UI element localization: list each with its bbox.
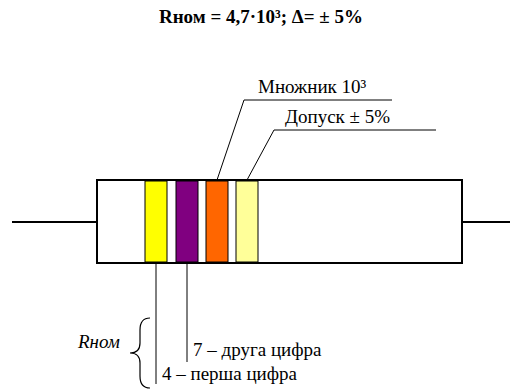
band-violet xyxy=(176,181,198,262)
band-orange xyxy=(206,181,228,262)
leader-tolerance xyxy=(247,130,436,180)
multiplier-label: Множник 10³ xyxy=(258,76,366,98)
first-digit-label: 4 – перша цифра xyxy=(162,363,297,385)
lead-left xyxy=(12,221,97,223)
resistance-label: Rном xyxy=(78,331,120,353)
leader-multiplier xyxy=(217,100,392,180)
band-yellow xyxy=(145,181,167,262)
tolerance-label: Допуск ± 5% xyxy=(285,106,390,128)
leader-second-digit xyxy=(187,263,188,362)
title: Rном = 4,7·10³; Δ= ± 5% xyxy=(159,6,363,28)
band-gold xyxy=(236,181,258,262)
second-digit-label: 7 – друга цифра xyxy=(193,339,321,361)
leader-first-digit xyxy=(156,263,157,384)
resistor-body xyxy=(97,180,462,263)
lead-right xyxy=(462,221,510,223)
brace xyxy=(130,318,150,388)
